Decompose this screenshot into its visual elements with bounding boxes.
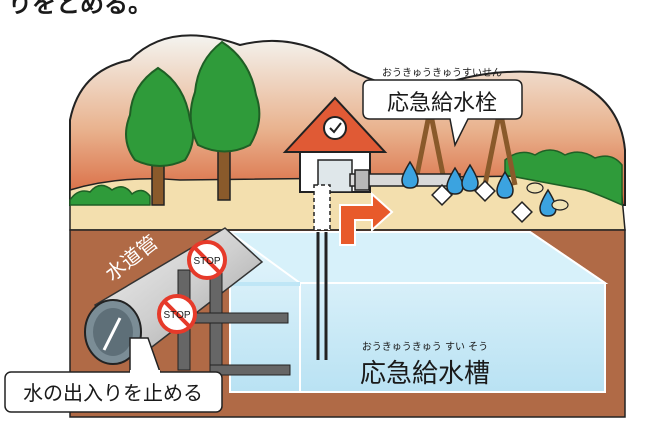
tank-label: おうきゅうきゅう すい そう 応急給水槽 <box>360 341 490 389</box>
clock-icon <box>323 116 347 140</box>
title-fragment: りをとめる。 <box>8 0 152 18</box>
water-drop-characters <box>401 160 569 223</box>
stop-sign-lower-text: STOP <box>163 310 190 321</box>
caption-text: 水の出入りを止める <box>23 381 203 405</box>
stop-sign-lower: STOP <box>157 294 197 334</box>
tree-left <box>125 66 195 206</box>
hydrant-label: おうきゅうきゅうすいせん 応急給水栓 <box>362 67 523 148</box>
stop-sign-upper-text: STOP <box>193 256 220 267</box>
hedge-right <box>504 149 623 207</box>
hydrant-label-text: 応急給水栓 <box>387 91 497 116</box>
tank-ruby: おうきゅうきゅう すい そう <box>362 341 488 353</box>
flow-arrow <box>339 191 394 246</box>
stop-sign-upper: STOP <box>187 240 227 280</box>
pump-house <box>282 96 388 193</box>
caption-box: 水の出入りを止める <box>4 337 223 413</box>
tank-label-text: 応急給水槽 <box>360 359 490 389</box>
hedge-left <box>69 184 151 206</box>
hydrant-ruby: おうきゅうきゅうすいせん <box>382 67 502 79</box>
water-tank <box>226 231 609 393</box>
intake-pipe <box>313 184 331 360</box>
tree-right <box>189 40 261 201</box>
